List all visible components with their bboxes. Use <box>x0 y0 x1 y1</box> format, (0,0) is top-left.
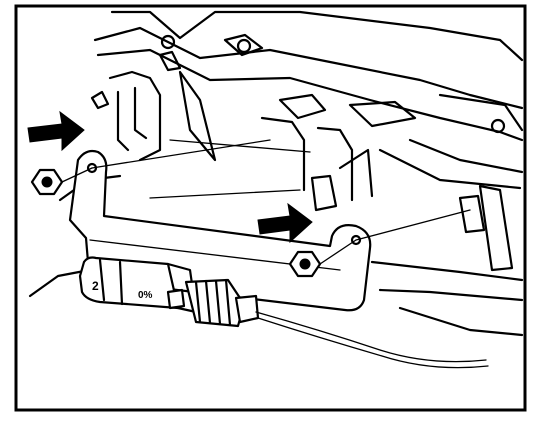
alignment-lines <box>91 139 471 241</box>
nut-icon <box>288 239 357 278</box>
left-mount-post <box>90 70 217 162</box>
direction-arrow-icon <box>257 202 313 244</box>
unit-label-a: 2 <box>92 279 99 293</box>
direction-arrow-icon <box>27 110 85 152</box>
actuator-cable <box>255 311 489 369</box>
right-mount-post <box>260 116 514 272</box>
figure-border <box>14 4 527 412</box>
nut-icon <box>30 167 93 196</box>
connector-icon <box>166 288 186 310</box>
upper-support-rail <box>93 10 524 190</box>
unit-label-b: 0% <box>138 290 153 301</box>
bellows-boot <box>184 278 260 328</box>
sensor-module: 2 0% <box>78 256 198 314</box>
